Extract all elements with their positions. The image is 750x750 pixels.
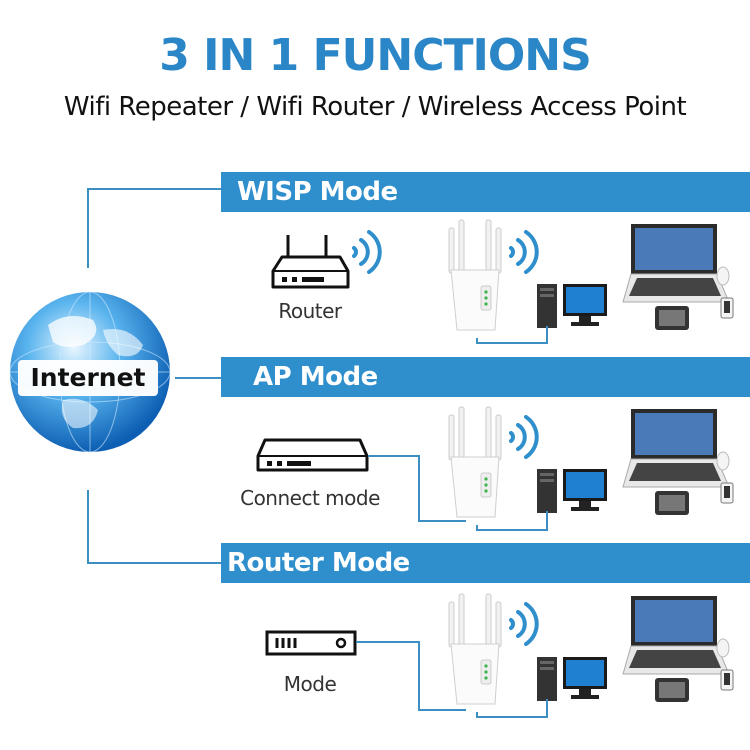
connector-line-bottom-horizontal: [87, 562, 221, 564]
cable-line: [418, 709, 466, 711]
mode-bar-ap: AP Mode: [221, 357, 750, 397]
connector-line-bottom-vertical: [87, 490, 89, 563]
cable-line: [476, 338, 478, 344]
connector-line-top-horizontal: [87, 188, 221, 190]
modem-small-icon: [265, 630, 357, 656]
cable-line: [368, 455, 420, 457]
wifi-extender-icon: [448, 219, 502, 331]
cable-line: [476, 716, 548, 718]
device-label-mode: Mode: [283, 672, 337, 696]
wifi-extender-icon: [448, 593, 502, 705]
router-icon: [271, 235, 350, 289]
cable-line: [476, 712, 478, 718]
cable-line: [546, 511, 548, 531]
desktop-computer-icon: [537, 469, 607, 513]
wifi-signal-icon: [509, 602, 539, 646]
wifi-extender-icon: [448, 406, 502, 518]
cable-line: [476, 525, 478, 531]
wifi-signal-icon: [509, 230, 539, 274]
cable-line: [356, 641, 420, 643]
mode-title-wisp: WISP Mode: [237, 177, 398, 207]
cable-line: [418, 641, 420, 711]
wifi-signal-icon: [352, 230, 382, 274]
connector-line-top-vertical: [87, 188, 89, 268]
connector-line-middle: [175, 377, 221, 379]
cable-line: [546, 326, 548, 344]
mode-bar-wisp: WISP Mode: [221, 172, 750, 212]
cable-line: [476, 529, 548, 531]
desktop-computer-icon: [537, 657, 607, 701]
laptop-setup-icon: [622, 596, 734, 702]
mode-title-router: Router Mode: [227, 548, 410, 578]
internet-label: Internet: [18, 360, 158, 396]
cable-line: [418, 455, 420, 522]
mode-title-ap: AP Mode: [253, 362, 378, 392]
wifi-signal-icon: [509, 415, 539, 459]
laptop-setup-icon: [622, 224, 734, 330]
cable-line: [546, 699, 548, 718]
page-title: 3 IN 1 FUNCTIONS: [159, 30, 592, 81]
laptop-setup-icon: [622, 409, 734, 515]
cable-line: [418, 520, 466, 522]
cable-line: [476, 342, 548, 344]
device-label-router: Router: [278, 299, 342, 323]
mode-bar-router: Router Mode: [221, 543, 750, 583]
modem-icon: [256, 438, 369, 472]
desktop-computer-icon: [537, 284, 607, 328]
page-subtitle: Wifi Repeater / Wifi Router / Wireless A…: [63, 92, 687, 122]
device-label-connect-mode: Connect mode: [240, 486, 380, 510]
